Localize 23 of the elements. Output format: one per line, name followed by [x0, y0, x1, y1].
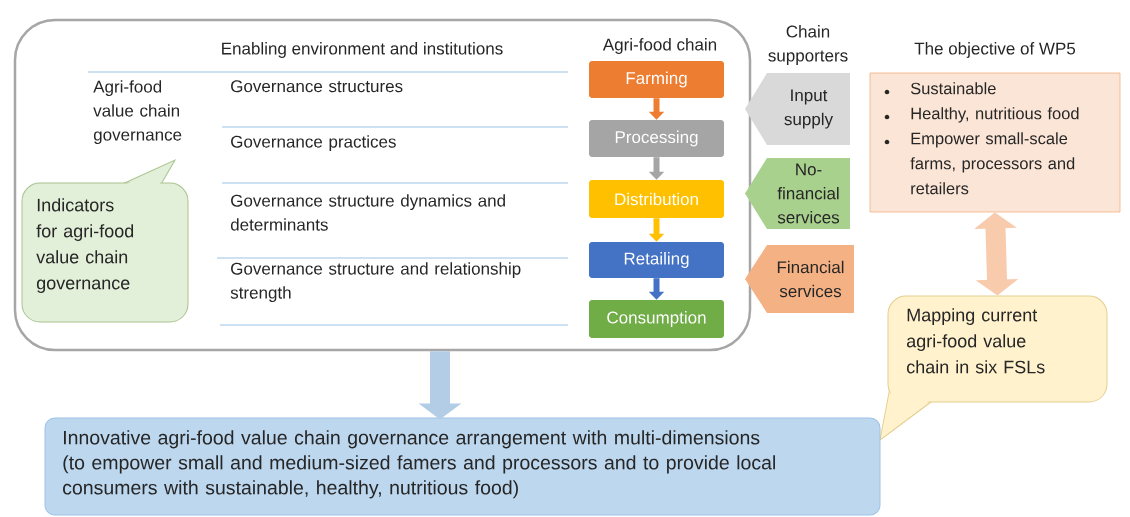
- panel-title: Enabling environment and institutions: [222, 42, 503, 58]
- row-label: Governance practices: [231, 135, 396, 152]
- row-label: Agri-food value chain governance: [93, 80, 182, 145]
- stage-box: Retailing: [589, 242, 724, 278]
- heading: Agri-food chain: [602, 38, 717, 54]
- pentagon-tag: Financial services: [745, 245, 854, 313]
- row-label: Governance structure and relationship strength: [230, 262, 521, 303]
- pentagon-tag: No- financial services: [745, 158, 850, 229]
- bullet-item: Empower small-scale farms, processors and retailers: [884, 132, 1075, 195]
- box-heading: The objective of WP5: [914, 42, 1076, 58]
- stage-box: Consumption: [589, 300, 724, 338]
- row-label: Governance structure dynamics and determinants: [230, 194, 505, 231]
- speech-bubble: Indicators for agri-food value chain governance: [21, 159, 189, 323]
- stage-box: Processing: [589, 120, 724, 157]
- stage-box: Distribution: [589, 180, 724, 218]
- row-label: Governance structures: [231, 80, 403, 93]
- pentagon-tag: Input supply: [745, 73, 850, 145]
- heading: Chain supporters: [768, 25, 848, 65]
- speech-bubble: Mapping current agri-food value chain in six FSLs: [879, 295, 1108, 441]
- stage-box: Farming: [589, 61, 724, 98]
- result-box: Innovative agri-food value chain governance arrangement with multi-dimensions (to empower small and medium-sized famers and processors and to provide local consumers with sustainable, healthy, nutritious food): [44, 417, 881, 516]
- bullet-item: Sustainable: [884, 82, 996, 95]
- bullet-item: Healthy, nutritious food: [884, 107, 1079, 123]
